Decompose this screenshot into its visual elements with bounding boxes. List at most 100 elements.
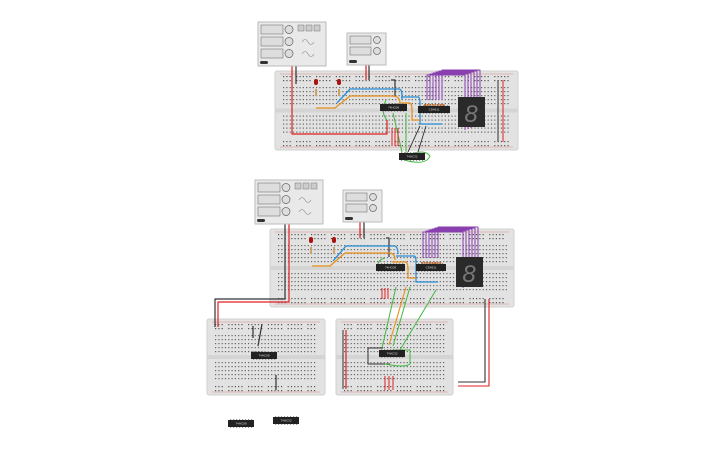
knob[interactable] [373,36,381,44]
led[interactable] [314,79,318,85]
resistor[interactable] [338,89,340,96]
hole [378,91,380,93]
wire-orange[interactable] [392,261,416,279]
seven-segment-display-2[interactable]: 8 [456,257,483,288]
seven-segment-display-1[interactable]: 8 [458,97,485,128]
function-generator-2[interactable] [254,179,324,225]
wire-orange[interactable] [316,95,401,109]
hole [254,351,256,353]
hole [439,285,441,287]
wire-black[interactable] [214,222,286,327]
hole [382,119,384,121]
pin [442,271,444,272]
waveform-button[interactable] [305,24,313,32]
waveform-button[interactable] [310,182,318,190]
hole [296,87,298,89]
knob[interactable] [369,193,377,201]
chip-6[interactable]: 74HC08 [251,351,277,360]
pin [275,424,277,425]
led[interactable] [332,237,336,243]
wire-purple[interactable] [437,226,479,283]
chip-loose-1[interactable]: 74HC08 [228,419,254,428]
hole [383,289,385,291]
wire-blue[interactable] [396,255,438,283]
wire-green[interactable] [384,349,411,367]
function-generator-1[interactable] [257,21,327,67]
resistor[interactable] [315,89,317,96]
hole [307,257,309,259]
knob[interactable] [281,183,291,192]
hole [251,370,253,372]
hole [304,335,306,337]
chip-4[interactable]: 74HC08 [376,263,405,272]
chip-1[interactable]: 74HC08 [380,103,407,112]
knob[interactable] [281,195,291,204]
hole [400,245,402,247]
wire-red[interactable] [381,288,389,299]
power-toggle[interactable] [260,61,268,64]
resistor[interactable] [310,247,312,254]
power-supply-2[interactable] [342,189,383,223]
hole [334,302,336,304]
hole [254,347,256,349]
wire-blue[interactable] [332,245,399,262]
knob[interactable] [284,37,294,46]
hole [400,298,402,300]
hole [495,302,497,304]
power-toggle[interactable] [345,217,353,220]
power-supply-1[interactable] [346,32,387,66]
power-toggle[interactable] [349,60,357,63]
chip-3[interactable]: 74HC32 [399,152,425,161]
hole [215,335,217,337]
wire-red[interactable] [384,376,394,390]
hole [477,76,479,78]
hole [438,115,440,117]
wire-red[interactable] [391,128,399,146]
hole [367,281,369,283]
chip-loose-2[interactable]: 74HC32 [273,416,299,425]
hole [439,386,441,388]
hole [452,257,455,259]
wire-blue[interactable] [336,88,403,104]
wire-red[interactable] [217,222,290,327]
hole [434,87,436,89]
wire-black[interactable] [367,347,390,365]
knob[interactable] [284,25,294,34]
hole [241,370,243,372]
chip-5[interactable]: CD4511 [416,263,446,272]
waveform-button[interactable] [297,24,305,32]
waveform-button[interactable] [313,24,321,32]
hole [400,362,402,364]
hole [224,370,227,372]
knob[interactable] [281,207,291,216]
knob[interactable] [373,47,381,55]
wire-black[interactable] [458,299,486,383]
waveform-button[interactable] [302,182,310,190]
wire-black[interactable] [407,125,427,153]
wire-orange[interactable] [399,102,420,121]
wire-purple[interactable] [434,227,476,284]
chip-7[interactable]: 74HC32 [379,349,405,358]
wire-black[interactable] [386,237,390,257]
wire-blue[interactable] [401,96,442,125]
hole [443,273,445,275]
chip-2[interactable]: CD4511 [418,105,450,114]
knob[interactable] [284,49,294,58]
hole [332,123,334,125]
wire-orange[interactable] [312,252,396,267]
led[interactable] [309,237,313,243]
wire-black[interactable] [252,323,277,390]
wire-red[interactable] [291,66,388,135]
wire-orange[interactable] [388,286,407,346]
hole [314,298,316,300]
wire-black[interactable] [391,79,396,97]
knob[interactable] [369,204,377,212]
wire-red[interactable] [458,299,490,387]
resistor[interactable] [333,247,335,254]
led[interactable] [337,79,341,85]
power-toggle[interactable] [257,219,265,222]
hole [408,119,410,121]
waveform-button[interactable] [294,182,302,190]
wire-green[interactable] [381,286,437,351]
